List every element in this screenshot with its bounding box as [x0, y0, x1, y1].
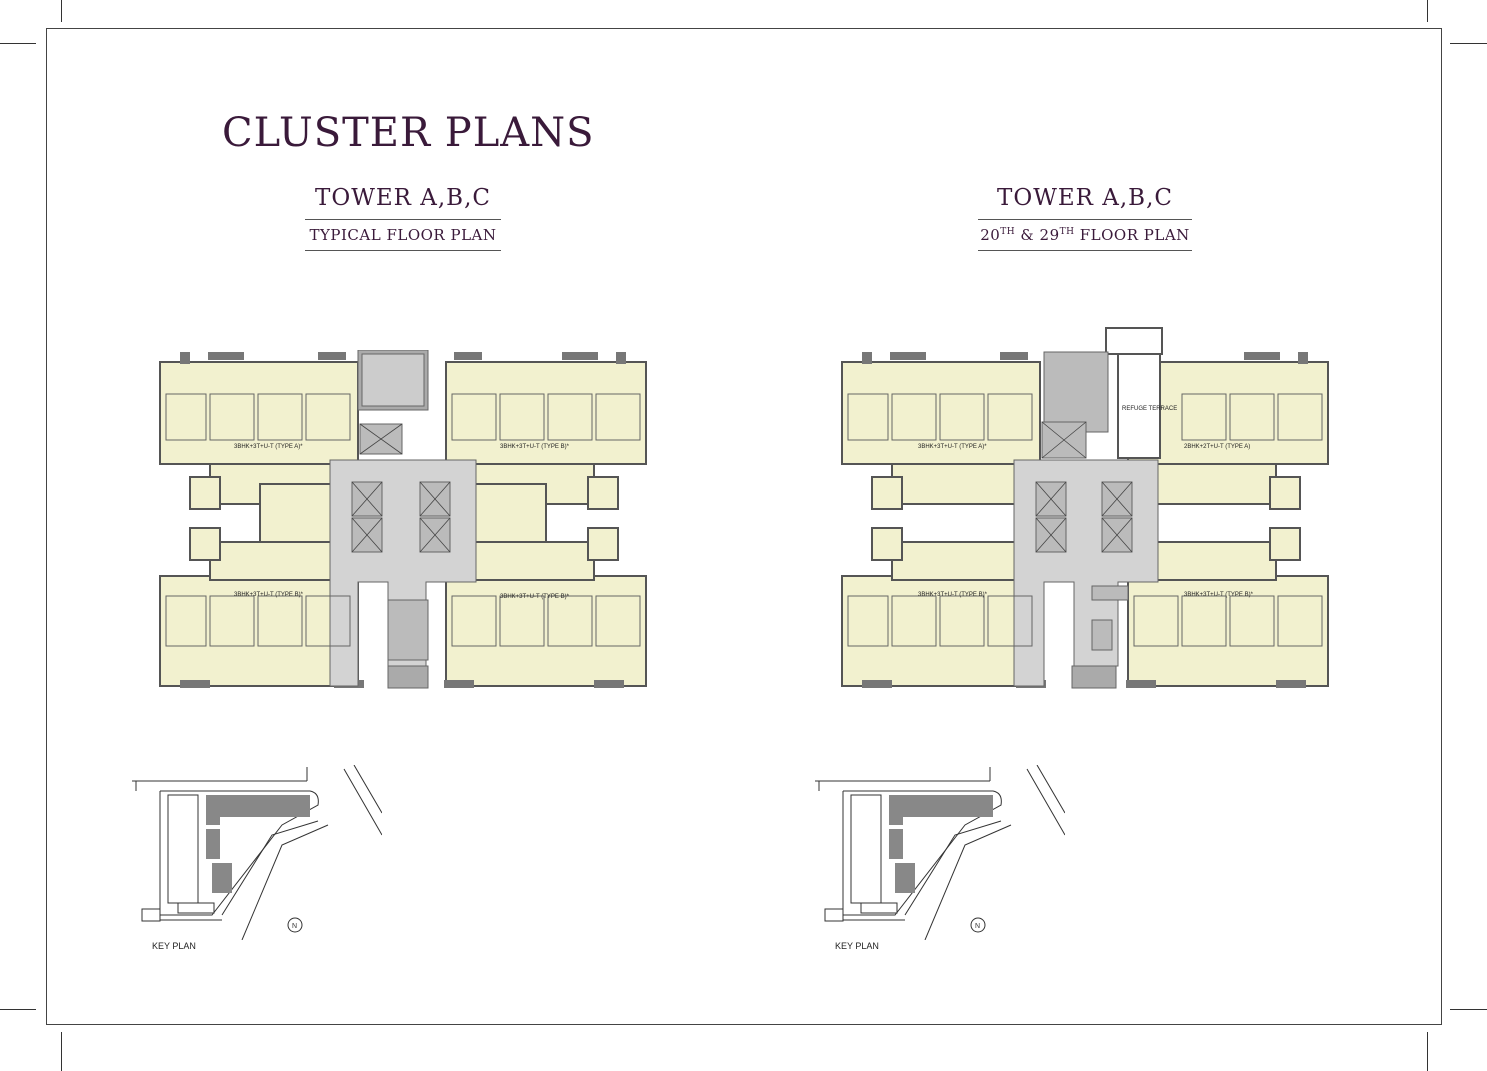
left-unit-label-3: 3BHK+3T+U-T (TYPE B)*	[234, 592, 304, 598]
left-north-arrow-icon	[287, 917, 303, 933]
crop-mark-right-top-h	[1450, 43, 1487, 44]
crop-mark-top-right-v	[1427, 0, 1428, 22]
left-plan-rule	[305, 250, 501, 251]
right-unit-label-2: 2BHK+2T+U-T (TYPE A)	[1184, 444, 1250, 450]
right-north-arrow-icon	[970, 917, 986, 933]
right-unit-top-left	[841, 361, 1041, 465]
right-floor-plan: REFUGE TERRACE 3BHK+3T+U-T (TYPE A)* 2BH…	[841, 327, 1329, 689]
crop-mark-bottom-right-v	[1427, 1032, 1428, 1071]
left-unit-bottom-right	[445, 575, 647, 687]
right-key-plan-label: KEY PLAN	[835, 941, 879, 951]
right-refuge-terrace	[1105, 327, 1163, 459]
left-unit-label-2: 3BHK+3T+U-T (TYPE B)*	[500, 444, 570, 450]
left-unit-top-right	[445, 361, 647, 465]
left-tower-title: TOWER A,B,C	[315, 185, 491, 211]
right-refuge-label: REFUGE TERRACE	[1122, 406, 1177, 412]
page-title: CLUSTER PLANS	[222, 110, 595, 156]
left-key-plan-map: N	[132, 765, 382, 940]
right-key-plan-map: N	[815, 765, 1065, 940]
right-plan-amp: &	[1015, 226, 1040, 244]
page-frame	[46, 28, 1442, 1025]
left-heading: TOWER A,B,C TYPICAL FLOOR PLAN	[300, 185, 506, 251]
crop-mark-left-top-h	[0, 43, 36, 44]
left-title-rule	[305, 219, 501, 220]
right-unit-label-4: 3BHK+3T+U-T (TYPE B)*	[1184, 592, 1254, 598]
right-unit-label-3: 3BHK+3T+U-T (TYPE B)*	[918, 592, 988, 598]
right-north-arrow-label: N	[975, 923, 980, 930]
right-plan-num1: 20	[980, 226, 1001, 244]
right-title-rule	[978, 219, 1192, 220]
right-unit-label-1: 3BHK+3T+U-T (TYPE A)*	[918, 444, 987, 450]
crop-mark-top-left-v	[61, 0, 62, 22]
right-plan-sup1: TH	[1000, 227, 1016, 237]
left-north-arrow-label: N	[292, 923, 297, 930]
right-plan-label: 20TH & 29TH FLOOR PLAN	[975, 226, 1195, 244]
right-heading: TOWER A,B,C 20TH & 29TH FLOOR PLAN	[975, 185, 1195, 251]
right-unit-top-right	[1127, 361, 1329, 465]
left-key-plan-label: KEY PLAN	[152, 941, 196, 951]
left-unit-bottom-left	[159, 575, 359, 687]
left-floor-plan: 3BHK+3T+U-T (TYPE A)* 3BHK+3T+U-T (TYPE …	[159, 350, 647, 689]
right-plan-rest: FLOOR PLAN	[1074, 226, 1190, 244]
right-plan-num2: 29	[1039, 226, 1060, 244]
right-plan-sup2: TH	[1059, 227, 1075, 237]
left-unit-label-4: 3BHK+3T+U-T (TYPE B)*	[500, 594, 570, 600]
right-plan-rule	[978, 250, 1192, 251]
crop-mark-right-bottom-h	[1450, 1009, 1487, 1010]
crop-mark-bottom-left-v	[61, 1032, 62, 1071]
left-plan-label: TYPICAL FLOOR PLAN	[309, 226, 497, 244]
crop-mark-left-bottom-h	[0, 1009, 36, 1010]
left-unit-label-1: 3BHK+3T+U-T (TYPE A)*	[234, 444, 303, 450]
right-tower-title: TOWER A,B,C	[997, 185, 1173, 211]
